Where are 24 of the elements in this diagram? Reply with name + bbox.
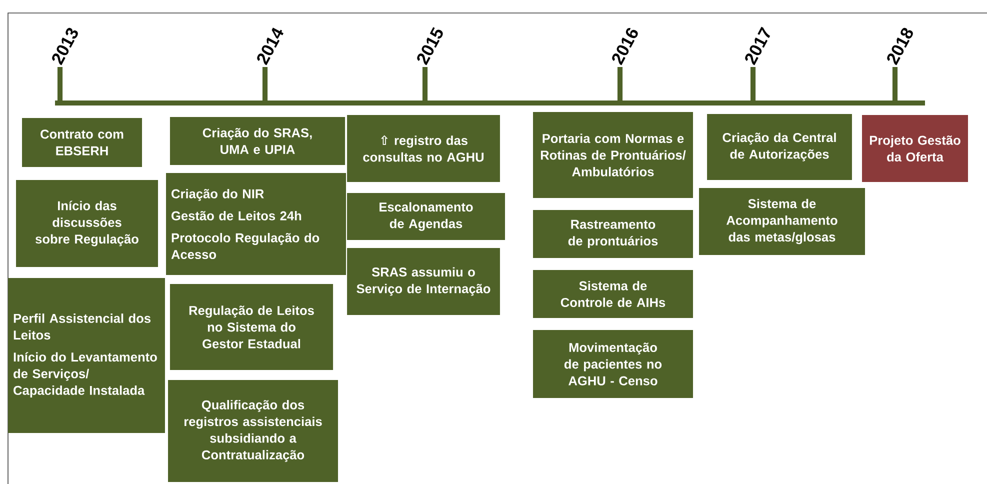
year-label: 2013 — [52, 28, 78, 66]
event-box: Contrato com EBSERH — [22, 118, 142, 168]
event-box: Portaria com Normas e Rotinas de Prontuários/ Ambulatórios — [533, 112, 693, 198]
event-box: Rastreamento de prontuários — [533, 210, 693, 258]
year-label: 2016 — [612, 28, 638, 66]
year-label: 2018 — [887, 28, 913, 66]
event-box: Início das discussões sobre Regulação — [16, 180, 158, 267]
event-box: Qualificação dos registros assistenciais subsidiando a Contratualização — [168, 380, 338, 482]
event-box: SRAS assumiu o Serviço de Internação — [347, 248, 500, 315]
event-box: Movimentação de pacientes no AGHU - Censo — [533, 330, 693, 398]
year-label: 2017 — [745, 26, 770, 66]
event-box: Perfil Assistencial dos Leitos Início do Levantamento de Serviços/ Capacidade Instalada — [8, 278, 165, 433]
event-box: Criação do NIR Gestão de Leitos 24h Protocolo Regulação do Acesso — [166, 173, 346, 275]
event-box: Sistema de Acompanhamento das metas/glosas — [699, 188, 865, 255]
event-box: Regulação de Leitos no Sistema do Gestor Estadual — [170, 284, 334, 370]
year-label: 2014 — [257, 28, 284, 66]
node-label: Escalonamento de Agendas — [380, 202, 473, 231]
event-box: Escalonamento de Agendas — [347, 193, 505, 240]
event-box: ⇧ registro das consultas no AGHU — [347, 115, 500, 182]
year-label: 2015 — [417, 27, 443, 66]
event-box: Criação da Central de Autorizações — [707, 114, 852, 180]
event-box: Criação do SRAS, UMA e UPIA — [170, 117, 346, 165]
event-box: Sistema de Controle de AIHs — [533, 270, 693, 318]
event-box: Projeto Gestão da Oferta — [862, 115, 968, 182]
